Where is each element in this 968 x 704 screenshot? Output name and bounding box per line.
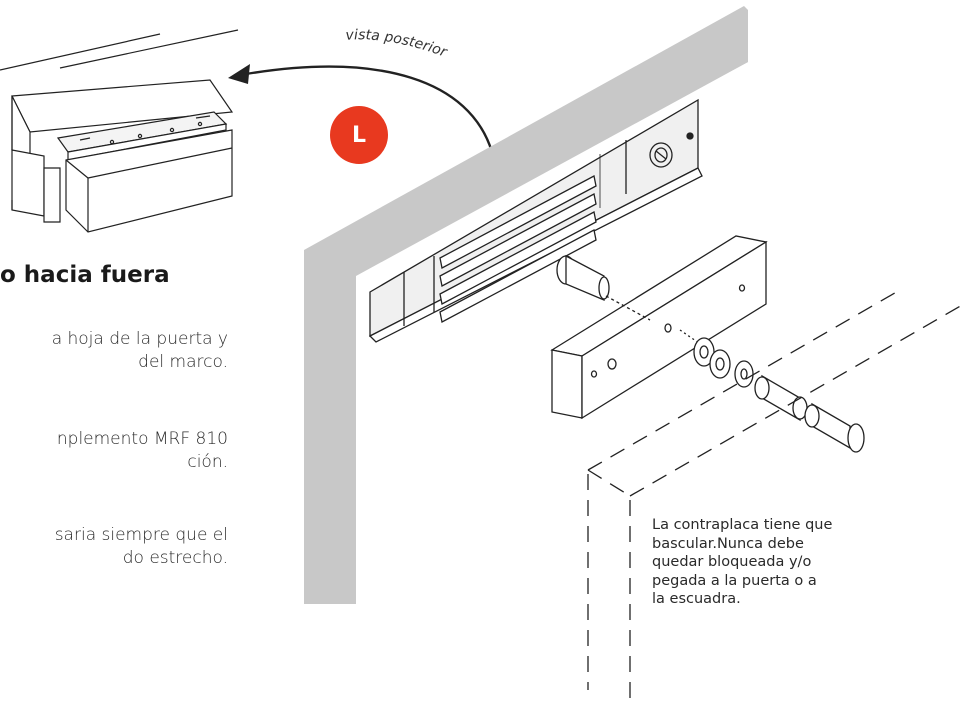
paragraph-2-line-2: ción.	[187, 452, 228, 472]
view-caption: vista posterior	[345, 27, 450, 61]
paragraph-2-line-1: nplemento MRF 810	[56, 429, 228, 449]
section-title: o hacia fuera	[0, 262, 170, 288]
paragraph-3-line-1: saria siempre que el	[54, 525, 228, 545]
key-cylinder-icon	[649, 142, 673, 168]
note-line-4: pegada a la puerta o a	[652, 572, 817, 589]
note-line-1: La contraplaca tiene que	[652, 517, 833, 533]
mounting-bolt	[556, 254, 651, 321]
svg-text:vista posterior: vista posterior	[345, 27, 450, 61]
curved-arrow-icon	[228, 64, 494, 153]
step-badge: L	[330, 106, 388, 164]
note-line-5: la escuadra.	[652, 591, 741, 607]
door-frame	[304, 6, 748, 604]
paragraph-3-line-2: do estrecho.	[122, 548, 228, 568]
paragraph-2: nplemento MRF 810 ción.	[0, 428, 228, 474]
paragraph-1: a hoja de la puerta y del marco.	[0, 328, 228, 374]
paragraph-1-line-1: a hoja de la puerta y	[51, 329, 228, 349]
paragraph-3: saria siempre que el do estrecho.	[0, 524, 228, 570]
paragraph-1-line-2: del marco.	[138, 352, 228, 372]
washers-bushings	[679, 329, 865, 453]
note-line-2: bascular.Nunca debe	[652, 535, 804, 552]
door-outline-dashed	[587, 289, 965, 704]
view-caption-path: vista posterior	[345, 27, 450, 61]
armature-plate	[550, 235, 768, 420]
note-line-3: quedar bloqueada y/o	[652, 554, 812, 570]
armature-note: La contraplaca tiene que bascular.Nunca …	[652, 516, 852, 609]
inset-rear-view	[0, 29, 239, 233]
magnetic-lock	[368, 98, 703, 343]
